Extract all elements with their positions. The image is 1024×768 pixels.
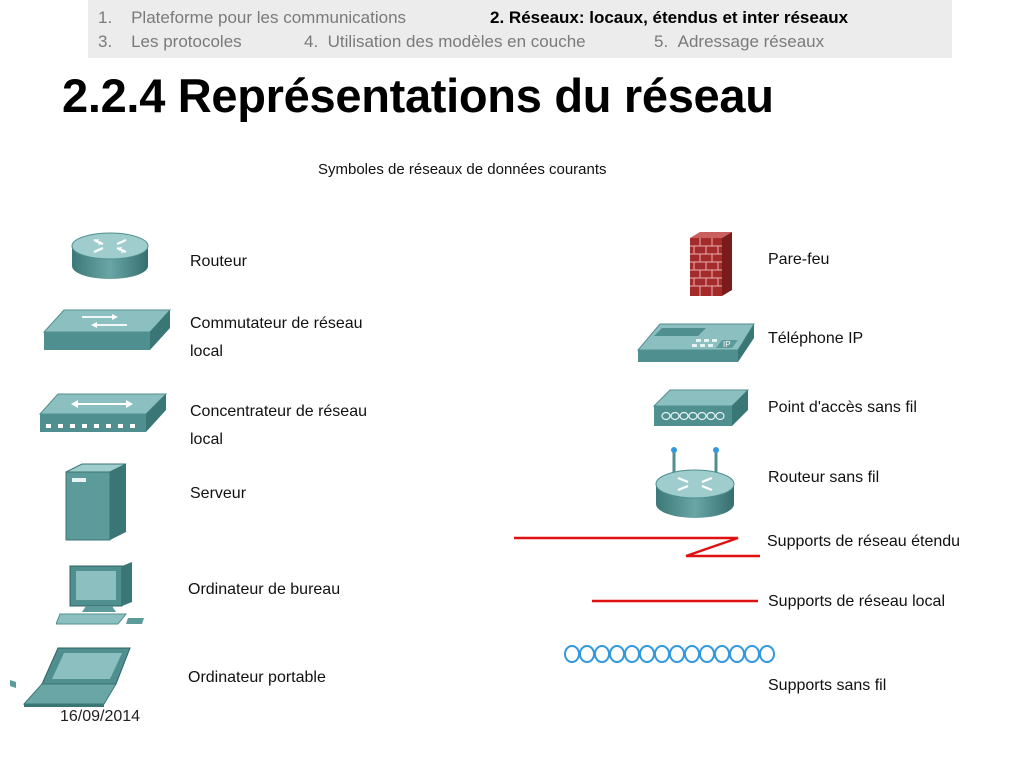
lan-link-icon xyxy=(592,599,758,603)
nav-item-number: 5. xyxy=(654,32,669,51)
nav-item-label: Adressage réseaux xyxy=(677,32,825,51)
page-title: 2.2.4 Représentations du réseau xyxy=(62,69,774,122)
wireless-router-icon xyxy=(655,447,735,518)
nav-item-1[interactable]: 1. Plateforme pour les communications xyxy=(98,8,406,28)
label-concentrateur-line1: Concentrateur de réseau xyxy=(190,403,367,420)
wireless-access-point-icon xyxy=(652,389,750,426)
nav-item-number: 4. xyxy=(304,32,319,51)
label-routeur-sans-fil: Routeur sans fil xyxy=(768,469,880,486)
label-pare-feu: Pare-feu xyxy=(768,251,830,268)
nav-item-5[interactable]: 5. Adressage réseaux xyxy=(654,32,824,52)
label-supports-reseau-local: Supports de réseau local xyxy=(768,593,945,610)
nav-item-label: Plateforme pour les communications xyxy=(131,8,407,27)
label-serveur: Serveur xyxy=(190,485,247,502)
wireless-link-icon xyxy=(564,645,775,663)
diagram-subtitle: Symboles de réseaux de données courants xyxy=(318,161,607,178)
nav-item-2[interactable]: 2. Réseaux: locaux, étendus et inter rés… xyxy=(490,8,848,28)
lan-hub-icon xyxy=(38,393,168,432)
label-supports-reseau-etendu: Supports de réseau étendu xyxy=(767,533,961,550)
nav-item-number: 3. xyxy=(98,32,113,51)
label-point-acces: Point d'accès sans fil xyxy=(768,399,917,416)
router-icon xyxy=(71,232,149,279)
laptop-icon xyxy=(10,647,131,707)
chapter-nav: 1. Plateforme pour les communications 2.… xyxy=(88,0,952,58)
label-supports-sans-fil: Supports sans fil xyxy=(768,677,887,694)
nav-item-number: 2. xyxy=(490,8,505,27)
nav-item-number: 1. xyxy=(98,8,113,27)
label-routeur: Routeur xyxy=(190,253,247,270)
label-concentrateur-line2: local xyxy=(190,431,223,448)
nav-item-4[interactable]: 4. Utilisation des modèles en couche xyxy=(304,32,586,52)
firewall-icon xyxy=(690,232,732,296)
nav-item-3[interactable]: 3. Les protocoles xyxy=(98,32,242,52)
footer-date: 16/09/2014 xyxy=(60,708,141,725)
server-icon xyxy=(65,463,127,541)
label-commutateur-line1: Commutateur de réseau xyxy=(190,315,363,332)
nav-item-label: Utilisation des modèles en couche xyxy=(327,32,586,51)
ip-badge: IP xyxy=(723,340,731,349)
label-commutateur-line2: local xyxy=(190,343,223,360)
wan-link-icon xyxy=(514,536,760,558)
ip-phone-icon: IP xyxy=(636,323,755,362)
label-telephone-ip: Téléphone IP xyxy=(768,330,864,347)
desktop-computer-icon xyxy=(56,562,144,625)
nav-item-label: Réseaux: locaux, étendus et inter réseau… xyxy=(508,8,849,27)
lan-switch-icon xyxy=(42,309,172,350)
nav-item-label: Les protocoles xyxy=(131,32,242,51)
label-ordinateur-bureau: Ordinateur de bureau xyxy=(188,581,341,598)
label-ordinateur-portable: Ordinateur portable xyxy=(188,669,326,686)
